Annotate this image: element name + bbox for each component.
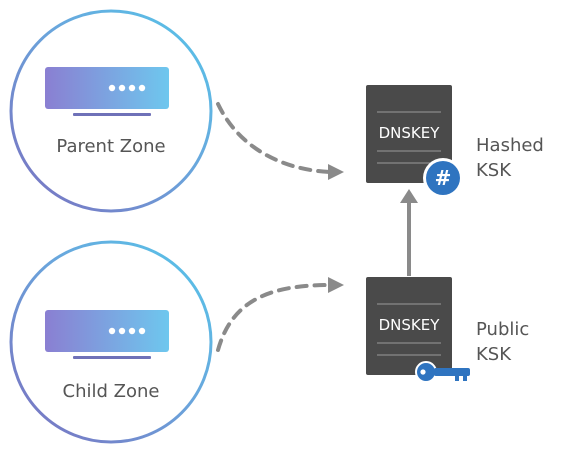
parent-to-hashed-arrow [216, 102, 332, 174]
parent-zone: Parent Zone [9, 9, 213, 213]
child-to-public-arrow [216, 283, 332, 352]
dnskey-document-icon [366, 85, 452, 183]
vertical-arrow-head [400, 189, 418, 203]
dnskey-document-icon [366, 277, 452, 375]
child-arrow-head [328, 277, 344, 293]
hashed-dnskey-record: DNSKEY # Hashed KSK [366, 85, 544, 198]
public-dnskey-title: DNSKEY [379, 316, 441, 334]
svg-text:#: # [435, 166, 452, 190]
public-dnskey-record: DNSKEY Public KSK [366, 277, 529, 383]
parent-arrow-head [328, 164, 344, 180]
child-zone-label: Child Zone [63, 381, 160, 402]
hashed-dnskey-title: DNSKEY [379, 124, 441, 142]
server-icon [45, 67, 169, 116]
key-icon [415, 361, 470, 383]
hashed-label-line2: KSK [476, 160, 512, 181]
parent-zone-ring [9, 9, 213, 213]
hash-icon: # [423, 158, 463, 198]
public-label-line2: KSK [476, 344, 512, 365]
public-label-line1: Public [476, 319, 529, 340]
server-icon [45, 310, 169, 359]
parent-zone-label: Parent Zone [56, 136, 165, 157]
hashed-label-line1: Hashed [476, 135, 544, 156]
child-zone: Child Zone [9, 240, 213, 444]
